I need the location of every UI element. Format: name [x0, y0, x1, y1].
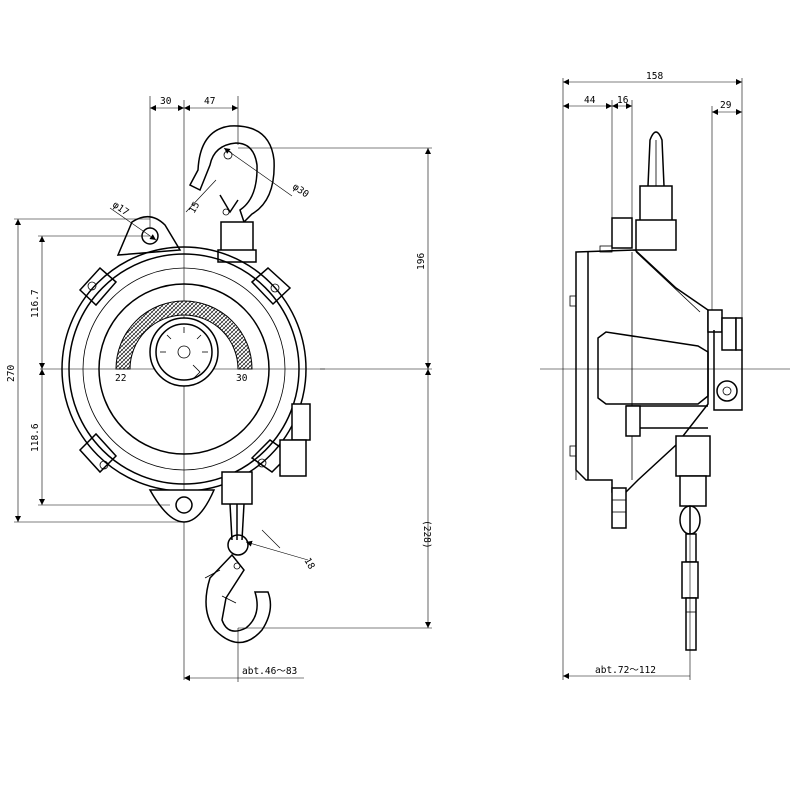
dim-118-6: 118.6 [30, 423, 41, 452]
dim-phi30: φ30 [290, 181, 311, 200]
dim-196: 196 [416, 253, 427, 270]
side-adjuster [291, 403, 311, 441]
dim-29: 29 [720, 100, 732, 111]
top-hook [188, 125, 275, 224]
dim-phi17: φ17 [110, 199, 130, 218]
bottom-hook [204, 534, 272, 644]
front-view: 22 30 [6, 96, 432, 682]
side-view: 158 44 16 29 abt.72～112 [540, 71, 790, 680]
side-cable-outlet [675, 435, 711, 477]
scale-max-label: 30 [236, 373, 248, 384]
top-swivel [220, 221, 254, 253]
dim-abt-front: abt.46～83 [242, 666, 297, 677]
dim-18: 18 [301, 556, 316, 572]
side-housing [575, 249, 709, 493]
side-mount-hole [716, 380, 738, 402]
dim-116-7: 116.7 [30, 289, 41, 318]
dim-30: 30 [160, 96, 172, 107]
scale-min-label: 22 [115, 373, 126, 384]
dim-44: 44 [584, 95, 596, 106]
cable-outlet [221, 471, 253, 505]
balancer-inner-drum [98, 283, 270, 455]
side-bottom-hook [685, 533, 697, 563]
dim-16: 16 [617, 95, 629, 106]
dim-228: (228) [421, 520, 432, 549]
tension-scale-arc [115, 300, 253, 370]
dim-47: 47 [204, 96, 215, 107]
dim-270: 270 [6, 365, 17, 382]
side-slot [597, 331, 709, 405]
dim-158: 158 [646, 71, 663, 82]
dim-abt-side: abt.72～112 [595, 665, 656, 676]
dim-15: 15 [187, 200, 202, 215]
bottom-lug [148, 489, 216, 523]
